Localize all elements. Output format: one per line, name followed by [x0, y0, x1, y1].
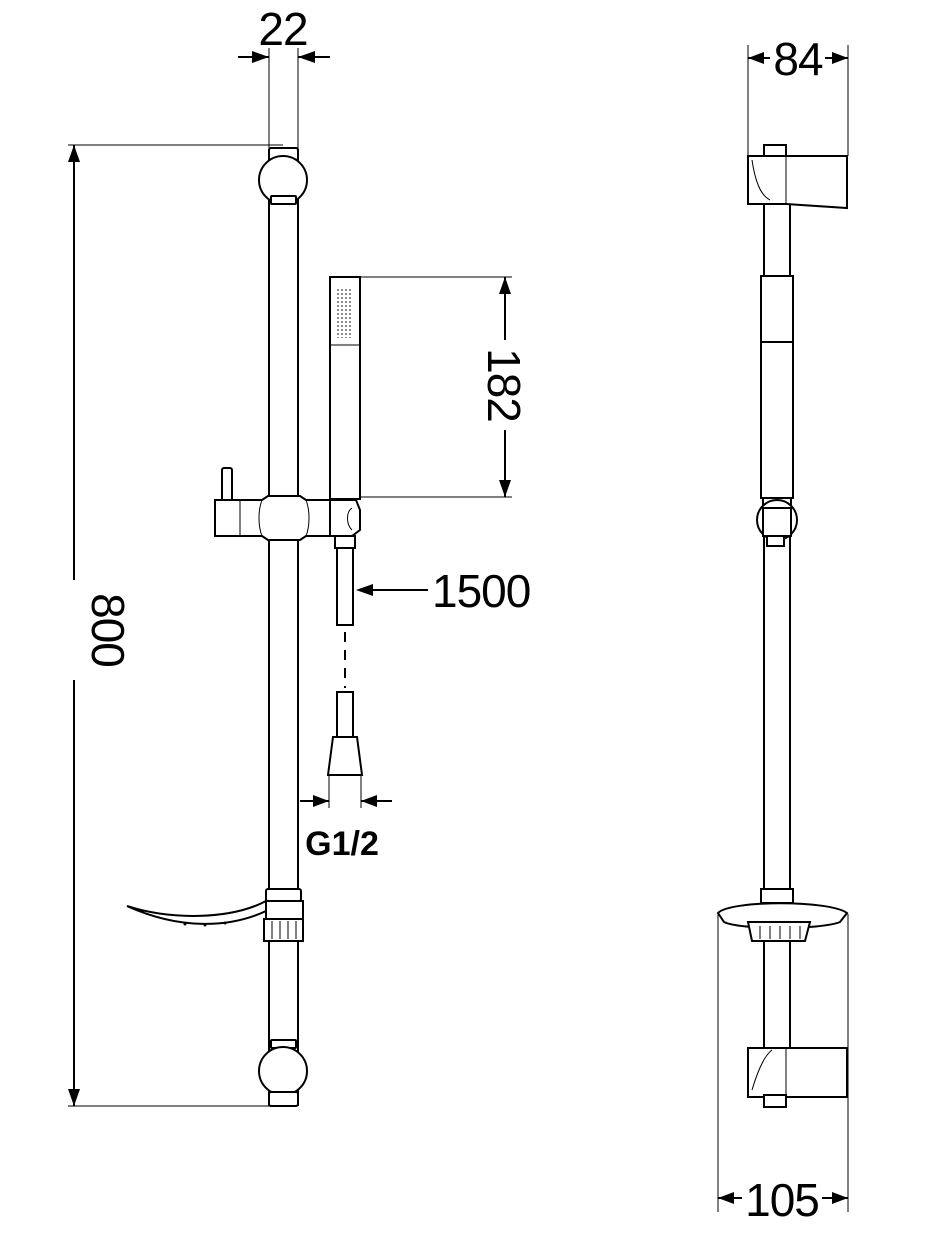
dimension-depth-soap-dish: 105	[717, 914, 849, 1226]
slide-rail	[268, 149, 299, 1106]
side-slider	[756, 275, 798, 547]
side-soap-dish	[716, 888, 849, 942]
side-bottom-wall-bracket	[747, 1047, 848, 1108]
dimension-label-rail-length: 800	[82, 593, 134, 667]
dimension-label-rail-diameter: 22	[258, 3, 307, 55]
dimension-rail-length: 800	[50, 144, 283, 1107]
dimension-handshower-length: 182	[360, 276, 530, 498]
dimension-thread: G1/2	[300, 775, 392, 863]
dimension-label-thread: G1/2	[305, 825, 379, 863]
dimension-rail-diameter: 22	[238, 3, 330, 148]
dimension-label-handshower-length: 182	[478, 348, 530, 422]
bottom-wall-bracket	[258, 1039, 308, 1107]
dimension-hose-length: 1500	[356, 565, 531, 617]
top-wall-bracket	[258, 147, 308, 205]
dimension-label-depth-top: 84	[773, 33, 823, 85]
shower-holder-slider	[214, 467, 361, 541]
soap-dish	[126, 888, 304, 942]
dimension-label-depth-soap-dish: 105	[745, 1174, 819, 1226]
side-top-wall-bracket	[747, 144, 848, 210]
hand-shower	[329, 276, 361, 500]
dimension-depth-top: 84	[747, 33, 849, 156]
dimension-label-hose-length: 1500	[432, 565, 530, 617]
side-view: 84 105	[716, 33, 849, 1226]
front-view: 22 800 182 1500	[50, 3, 531, 1107]
hose	[326, 535, 364, 776]
